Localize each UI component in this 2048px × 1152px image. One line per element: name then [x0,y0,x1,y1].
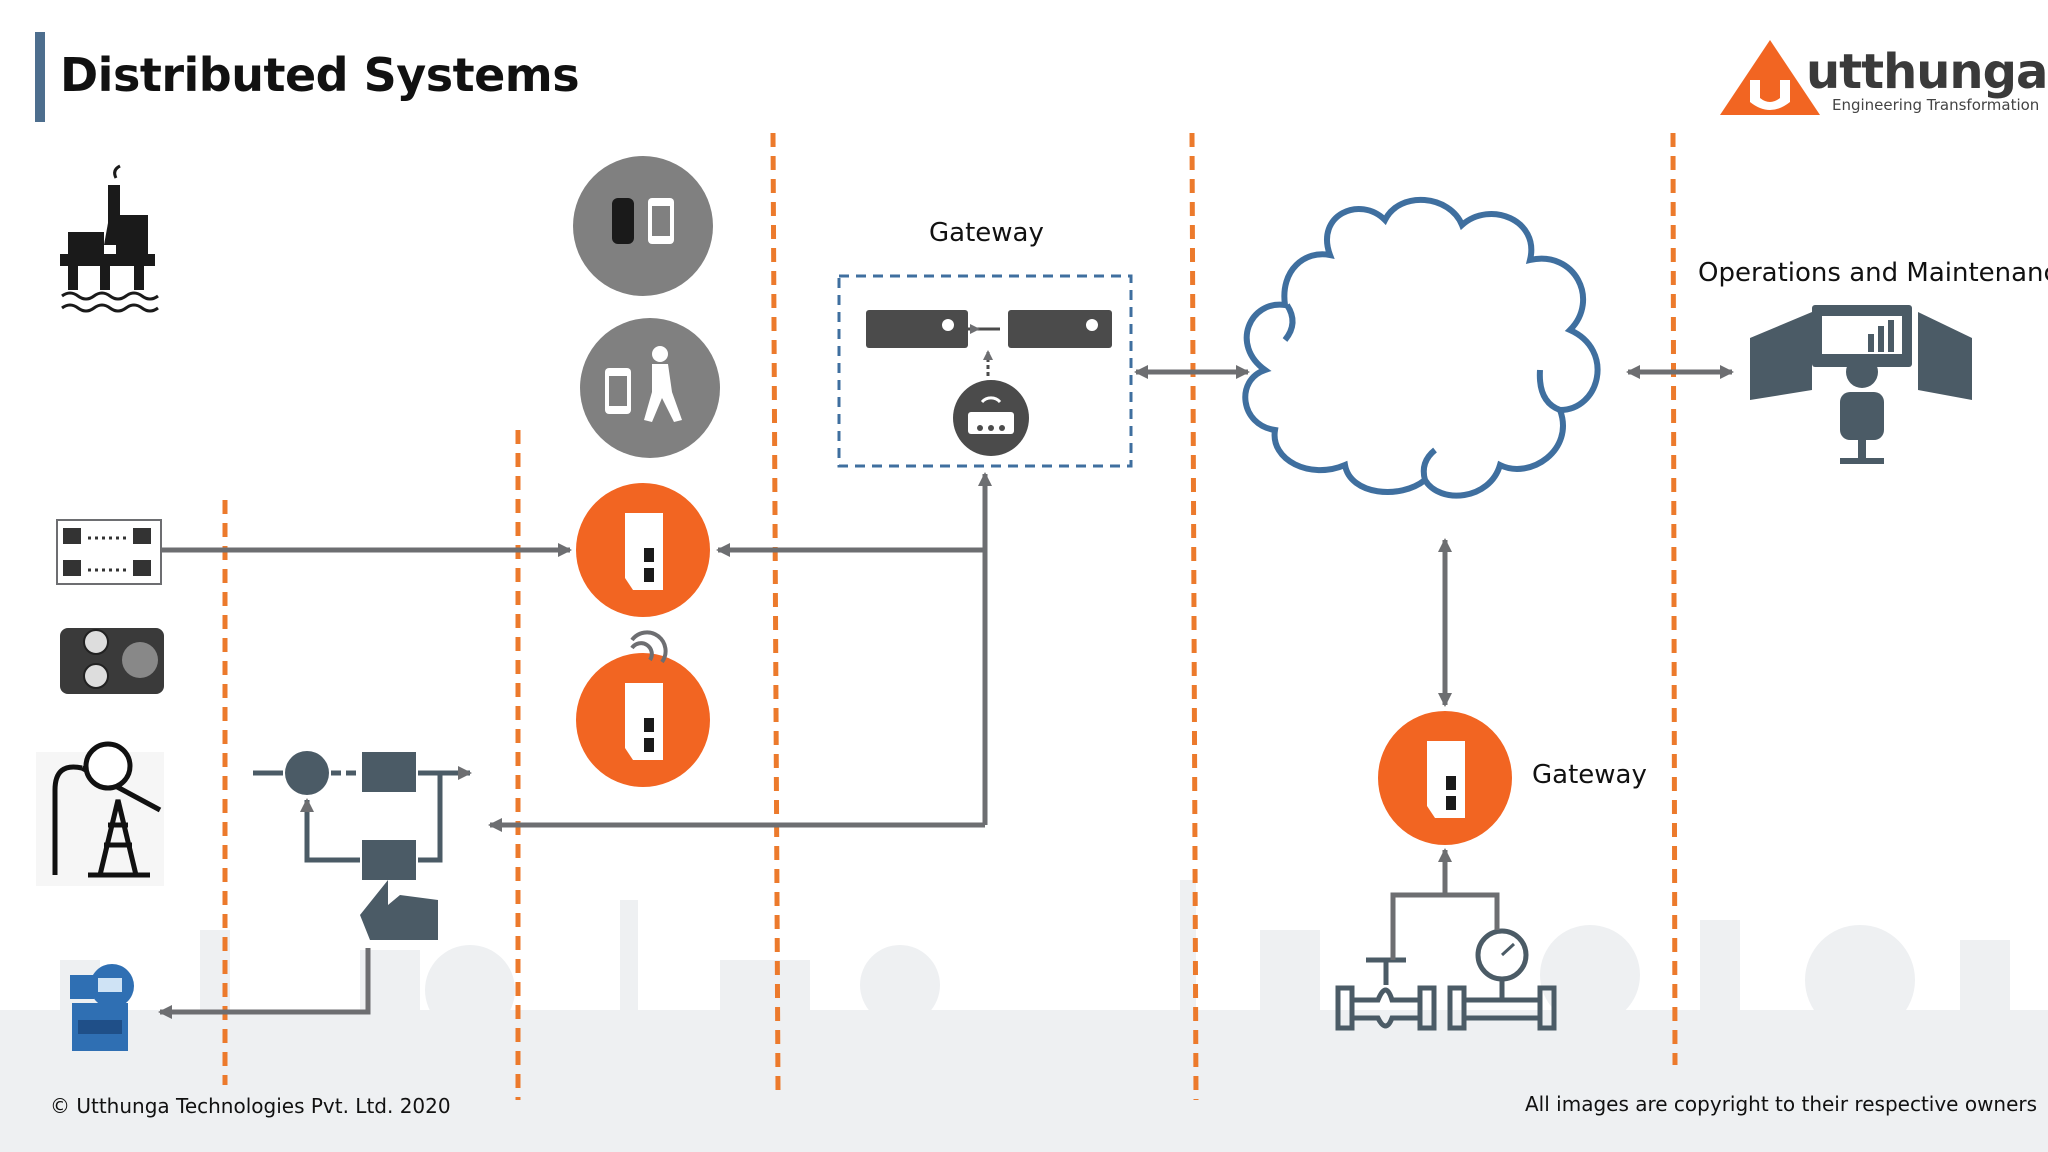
flow-transmitter-icon [70,964,134,1051]
operations-label: Operations and Maintenance [1698,258,2048,288]
connector-instruments-to-gateway [1390,850,1500,960]
zone-dividers [222,132,1678,1101]
footer-copyright: © Utthunga Technologies Pvt. Ltd. 2020 [50,1094,451,1118]
background-skyline [0,880,2048,1152]
connectors [158,365,1734,1019]
control-loop-icon [253,751,472,940]
divider-3 [770,132,781,1091]
utthunga-logo-icon [1720,40,1820,115]
wifi-router-icon [953,380,1029,456]
gateway-box-label: Gateway [929,218,1044,248]
pressure-gauge-icon [1447,928,1557,1031]
logo-brand: utthunga [1806,44,2048,100]
pumpjack-icon [36,741,164,886]
field-technician-phone-icon [580,318,720,458]
divider-5 [1670,132,1678,1066]
valve-positioner-icon [60,628,164,694]
divider-4 [1189,132,1199,1101]
offshore-rig-icon [60,164,159,313]
wireless-gateway-device-icon [576,630,710,787]
connector-control-to-transmitter [158,948,371,1019]
gateway-right-label: Gateway [1532,760,1647,790]
cloud-icon [1242,196,1601,499]
gateway-device-icon [576,483,710,617]
gateway-device-icon [1378,711,1512,845]
io-module-rack-icon [56,519,162,585]
footer-disclaimer: All images are copyright to their respec… [1525,1092,2038,1116]
handheld-scanner-phone-icon [573,156,713,296]
gateway-box [837,274,1133,468]
operations-dashboard-icon [1750,305,1972,464]
valve-icon [1335,957,1437,1031]
rack-server-icon [866,310,1112,348]
slide-title: Distributed Systems [60,48,580,102]
logo-tagline: Engineering Transformation [1832,96,2040,114]
title-accent-bar [35,32,45,122]
